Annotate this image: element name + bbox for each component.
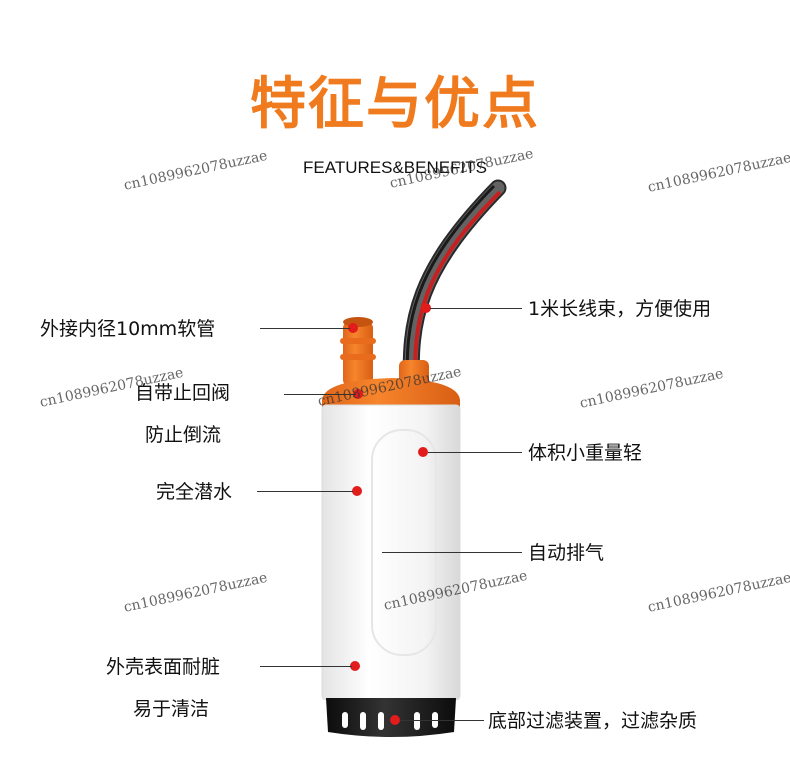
feature-submersible-label: 完全潜水 bbox=[156, 481, 233, 503]
feature-valve-label-1: 自带止回阀 bbox=[135, 382, 231, 404]
feature-shell-label-2: 易于清洁 bbox=[133, 698, 210, 720]
hose-nozzle-icon bbox=[340, 317, 376, 386]
feature-filter-label: 底部过滤装置，过滤杂质 bbox=[488, 710, 698, 732]
leader-valve bbox=[284, 394, 356, 395]
feature-autovent-label: 自动排气 bbox=[528, 542, 605, 564]
pump-panel-icon bbox=[371, 429, 437, 656]
marker-cable-dot bbox=[421, 303, 431, 313]
leader-shell bbox=[260, 666, 352, 667]
marker-valve-dot bbox=[353, 389, 363, 399]
leader-autovent bbox=[382, 552, 522, 553]
marker-filter-dot bbox=[390, 715, 400, 725]
feature-hose-label: 外接内径10mm软管 bbox=[40, 318, 216, 340]
page-title: 特征与优点 bbox=[250, 72, 540, 137]
page-subtitle: FEATURES&BENEFITS bbox=[303, 158, 487, 177]
marker-hose-dot bbox=[348, 323, 358, 333]
cable-icon bbox=[402, 179, 507, 399]
marker-shell-dot bbox=[350, 661, 360, 671]
leader-submersible bbox=[257, 491, 353, 492]
feature-cable-label: 1米长线束，方便使用 bbox=[528, 298, 712, 320]
marker-submersible-dot bbox=[352, 486, 362, 496]
marker-light-dot bbox=[418, 447, 428, 457]
leader-hose bbox=[260, 328, 350, 329]
leader-light bbox=[428, 452, 522, 453]
pump-cap-icon bbox=[322, 378, 460, 410]
feature-valve-label-2: 防止倒流 bbox=[145, 424, 222, 446]
leader-filter bbox=[400, 720, 484, 721]
feature-light-label: 体积小重量轻 bbox=[528, 442, 643, 464]
leader-cable bbox=[430, 308, 522, 309]
feature-shell-label-1: 外壳表面耐脏 bbox=[106, 656, 221, 678]
